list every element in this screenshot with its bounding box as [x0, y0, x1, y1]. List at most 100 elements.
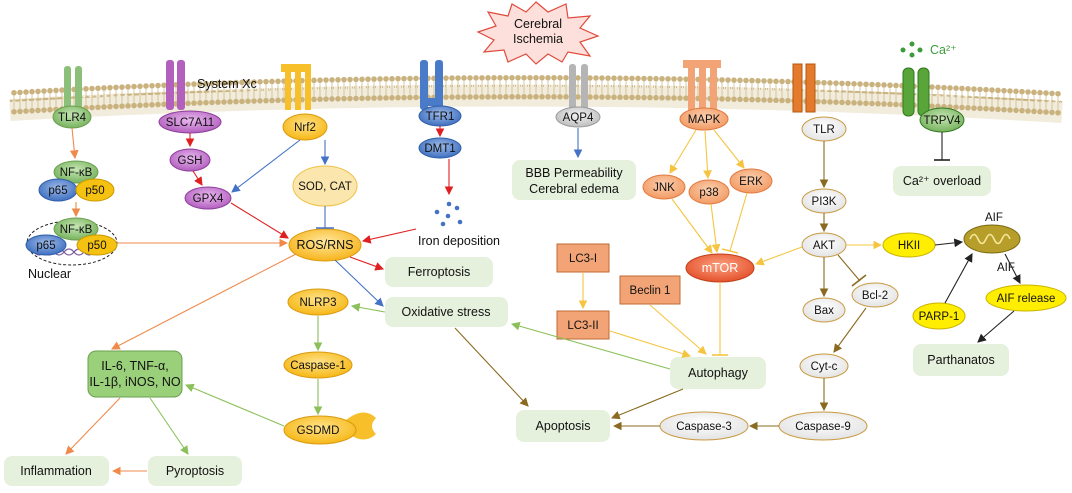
calcium-label: Ca²⁺	[930, 43, 957, 57]
oxidative-stress-box	[385, 297, 508, 327]
gpx4-node	[184, 186, 232, 210]
p38-label: p38	[699, 187, 718, 199]
jnk-node	[642, 174, 686, 200]
bbb-box	[512, 160, 636, 200]
p50-nuclear-label: p50	[87, 240, 106, 252]
apoptosis-box	[516, 410, 610, 442]
parp1-node	[912, 302, 966, 330]
tfr1-label: TFR1	[426, 111, 455, 123]
trpv4-channel-icon	[902, 67, 930, 117]
system-xc-label: System Xc	[197, 77, 257, 91]
erk-label: ERK	[739, 176, 763, 188]
beclin1-label: Beclin 1	[630, 285, 671, 297]
p65-nuclear-node	[25, 234, 67, 256]
nfkb-label: NF-κB	[60, 167, 93, 179]
dmt1-node	[418, 137, 462, 159]
trpv4-label: TRPV4	[923, 115, 961, 127]
lc3i-box	[556, 243, 610, 273]
cytc-label: Cyt-c	[811, 361, 838, 373]
p50-label: p50	[85, 185, 104, 197]
system-xc-transporter-icon	[166, 60, 185, 110]
nlrp3-label: NLRP3	[299, 297, 336, 309]
tlr4-receptor-icon	[64, 66, 82, 110]
mapk-label: MAPK	[688, 114, 721, 126]
nrf2-receptor-icon	[281, 64, 311, 110]
nrf2-node	[282, 113, 328, 141]
mapk-receptor-icon	[683, 60, 721, 110]
mtor-label: mTOR	[702, 261, 739, 275]
caspase9-label: Caspase-9	[795, 421, 851, 433]
oxidative-stress-label: Oxidative stress	[402, 305, 491, 319]
nlrp3-node	[287, 288, 349, 316]
cytokines-line1: IL-6, TNF-α,	[101, 359, 168, 373]
bbb-line1: BBB Permeability	[525, 166, 623, 180]
ros-rns-node	[288, 228, 362, 262]
p50-nuclear-node	[76, 234, 118, 256]
p65-label: p65	[48, 185, 67, 197]
tlr-receptor-icon	[792, 63, 816, 113]
aif-release-label: AIF release	[997, 293, 1056, 305]
caspase1-node	[283, 351, 353, 379]
bcl2-label: Bcl-2	[862, 290, 888, 302]
slc7a11-label: SLC7A11	[166, 117, 214, 129]
p65-nuclear-label: p65	[36, 240, 55, 252]
bbb-line2: Cerebral edema	[529, 182, 619, 196]
gsdmd-node	[283, 415, 357, 445]
nfkb-nuclear-node	[53, 217, 99, 241]
cytokines-box	[87, 350, 183, 398]
nfkb-nuclear-label: NF-κB	[60, 224, 93, 236]
lc3ii-box	[556, 310, 610, 340]
tfr1-receptor-icon	[420, 60, 443, 110]
autophagy-box	[670, 357, 766, 389]
p50-node	[75, 178, 115, 202]
calcium-ions-icon	[900, 41, 923, 58]
aqp4-channel-icon	[569, 64, 588, 110]
bax-label: Bax	[814, 305, 834, 317]
jnk-label: JNK	[653, 182, 675, 194]
autophagy-label: Autophagy	[688, 366, 749, 380]
tlr4-node	[52, 105, 92, 129]
inflammation-label: Inflammation	[20, 464, 92, 478]
gsh-node	[169, 148, 211, 172]
stimulus-line2: Ischemia	[513, 32, 563, 46]
tlr-label: TLR	[813, 124, 835, 136]
ferroptosis-label: Ferroptosis	[408, 265, 471, 279]
p38-node	[688, 179, 730, 205]
ros-rns-label: ROS/RNS	[297, 238, 354, 252]
tlr4-label: TLR4	[58, 112, 87, 124]
ferroptosis-box	[385, 257, 493, 287]
lc3i-label: LC3-I	[569, 253, 597, 265]
gpx4-label: GPX4	[193, 193, 224, 205]
parthanatos-box	[913, 344, 1009, 376]
stimulus-line1: Cerebral	[514, 17, 562, 31]
pyroptosis-label: Pyroptosis	[166, 464, 224, 478]
parthanatos-label: Parthanatos	[927, 353, 994, 367]
inflammation-box	[4, 456, 109, 486]
nrf2-label: Nrf2	[294, 122, 316, 134]
beclin1-box	[619, 275, 681, 305]
apoptosis-label: Apoptosis	[536, 419, 591, 433]
nuclear-label: Nuclear	[28, 267, 71, 281]
hkii-label: HKII	[898, 240, 920, 252]
cerebral-ischemia-starburst: Cerebral Ischemia	[476, 1, 600, 65]
iron-particles-icon	[434, 201, 463, 227]
nfkb-node	[53, 160, 99, 184]
erk-node	[729, 168, 773, 194]
pi3k-label: PI3K	[812, 196, 837, 208]
pathway-arrows	[65, 126, 1021, 476]
bcl2-node	[851, 282, 899, 308]
pyroptosis-box	[148, 456, 242, 486]
ca-overload-label: Ca²⁺ overload	[903, 174, 981, 188]
akt-label: AKT	[813, 240, 835, 252]
aif-release-node	[985, 284, 1067, 312]
ca-overload-box	[893, 166, 991, 196]
mitochondrion-icon	[963, 224, 1021, 254]
parp1-label: PARP-1	[919, 311, 960, 323]
caspase1-label: Caspase-1	[290, 360, 346, 372]
bax-node	[802, 297, 846, 323]
aqp4-node	[555, 106, 601, 128]
aif-top-label: AIF	[985, 212, 1003, 224]
cytokines-line2: IL-1β, iNOS, NO	[89, 375, 181, 389]
gsh-label: GSH	[178, 155, 203, 167]
